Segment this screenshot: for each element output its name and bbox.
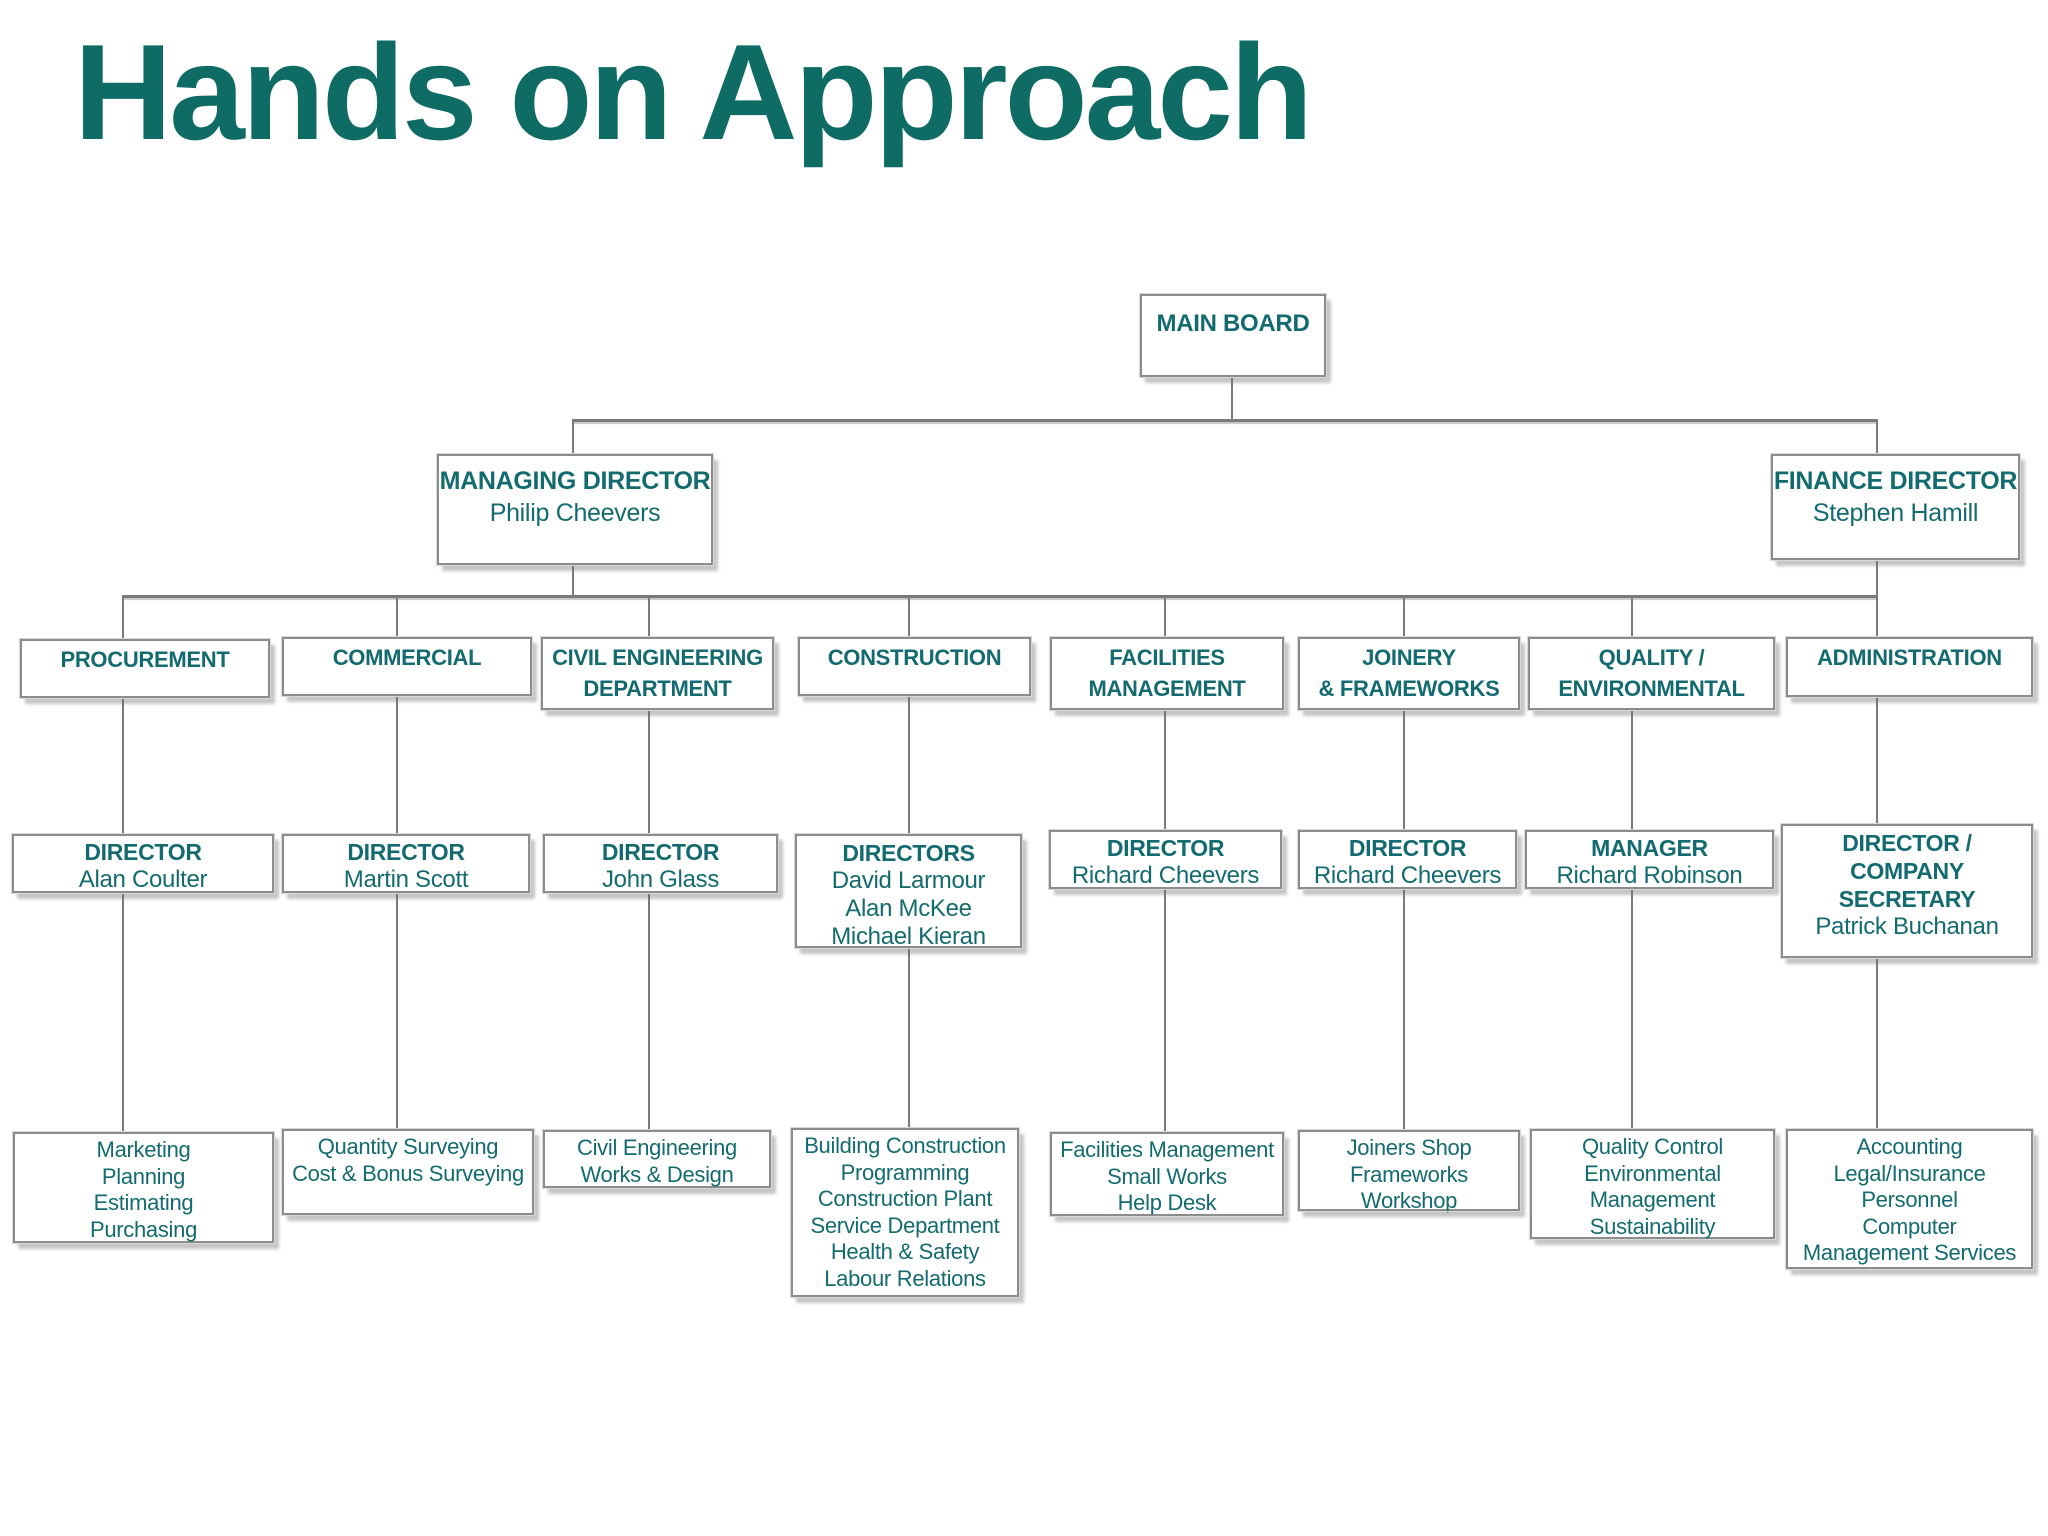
org-box-role-commercial: DIRECTOR Martin Scott: [281, 833, 531, 894]
dept-quality-label: QUALITY /ENVIRONMENTAL: [1558, 645, 1745, 701]
role-procurement-names: Alan Coulter: [78, 866, 208, 893]
finance-director-names: Stephen Hamill: [1812, 499, 1979, 527]
page-title: Hands on Approach: [74, 16, 1313, 168]
connector-md-to-rail: [572, 562, 574, 598]
dept-procurement-label: PROCUREMENT: [60, 647, 230, 672]
org-box-role-facilities: DIRECTOR Richard Cheevers: [1048, 829, 1283, 890]
org-box-role-civil-engineering: DIRECTOR John Glass: [542, 833, 779, 894]
role-joinery-names: Richard Cheevers: [1313, 862, 1502, 889]
org-box-managing-director: MANAGING DIRECTOR Philip Cheevers: [436, 453, 714, 566]
dept-administration-label: ADMINISTRATION: [1817, 645, 2002, 670]
org-box-dept-commercial: COMMERCIAL: [281, 636, 533, 697]
role-procurement-title: DIRECTOR: [84, 839, 202, 865]
org-box-dept-quality: QUALITY /ENVIRONMENTAL: [1527, 636, 1776, 711]
managing-director-title: MANAGING DIRECTOR: [439, 467, 711, 495]
main-board-title: MAIN BOARD: [1156, 310, 1310, 337]
connector-dept-rail: [122, 595, 1878, 598]
org-box-main-board: MAIN BOARD: [1139, 293, 1327, 378]
org-box-dept-procurement: PROCUREMENT: [19, 638, 271, 699]
dept-commercial-label: COMMERCIAL: [332, 645, 482, 670]
connector-md-drop: [572, 420, 574, 457]
role-commercial-title: DIRECTOR: [347, 839, 465, 865]
connector-root-drop: [1231, 377, 1233, 421]
org-box-role-joinery: DIRECTOR Richard Cheevers: [1297, 829, 1518, 890]
role-administration-names: Patrick Buchanan: [1815, 913, 1999, 940]
connector-col-administration: [1876, 420, 1878, 1129]
finance-director-title: FINANCE DIRECTOR: [1773, 467, 2018, 495]
role-facilities-names: Richard Cheevers: [1071, 862, 1260, 889]
org-box-dept-construction: CONSTRUCTION: [797, 636, 1032, 697]
role-civil-engineering-title: DIRECTOR: [601, 839, 720, 865]
org-box-dept-administration: ADMINISTRATION: [1785, 636, 2034, 698]
role-quality-title: MANAGER: [1591, 835, 1708, 861]
org-box-role-quality: MANAGER Richard Robinson: [1524, 829, 1775, 890]
role-civil-engineering-names: John Glass: [601, 866, 720, 893]
org-box-finance-director: FINANCE DIRECTOR Stephen Hamill: [1770, 453, 2021, 561]
dept-construction-label: CONSTRUCTION: [827, 645, 1002, 670]
role-commercial-names: Martin Scott: [343, 866, 469, 893]
org-box-role-procurement: DIRECTOR Alan Coulter: [11, 833, 275, 894]
org-box-dept-joinery: JOINERY& FRAMEWORKS: [1297, 636, 1521, 711]
role-facilities-title: DIRECTOR: [1106, 835, 1225, 861]
dept-joinery-label: JOINERY& FRAMEWORKS: [1318, 645, 1500, 701]
connector-exec-rail: [572, 419, 1878, 422]
role-joinery-title: DIRECTOR: [1348, 835, 1467, 861]
role-quality-names: Richard Robinson: [1556, 862, 1743, 889]
managing-director-names: Philip Cheevers: [489, 499, 661, 527]
role-construction-title: DIRECTORS: [842, 840, 975, 866]
